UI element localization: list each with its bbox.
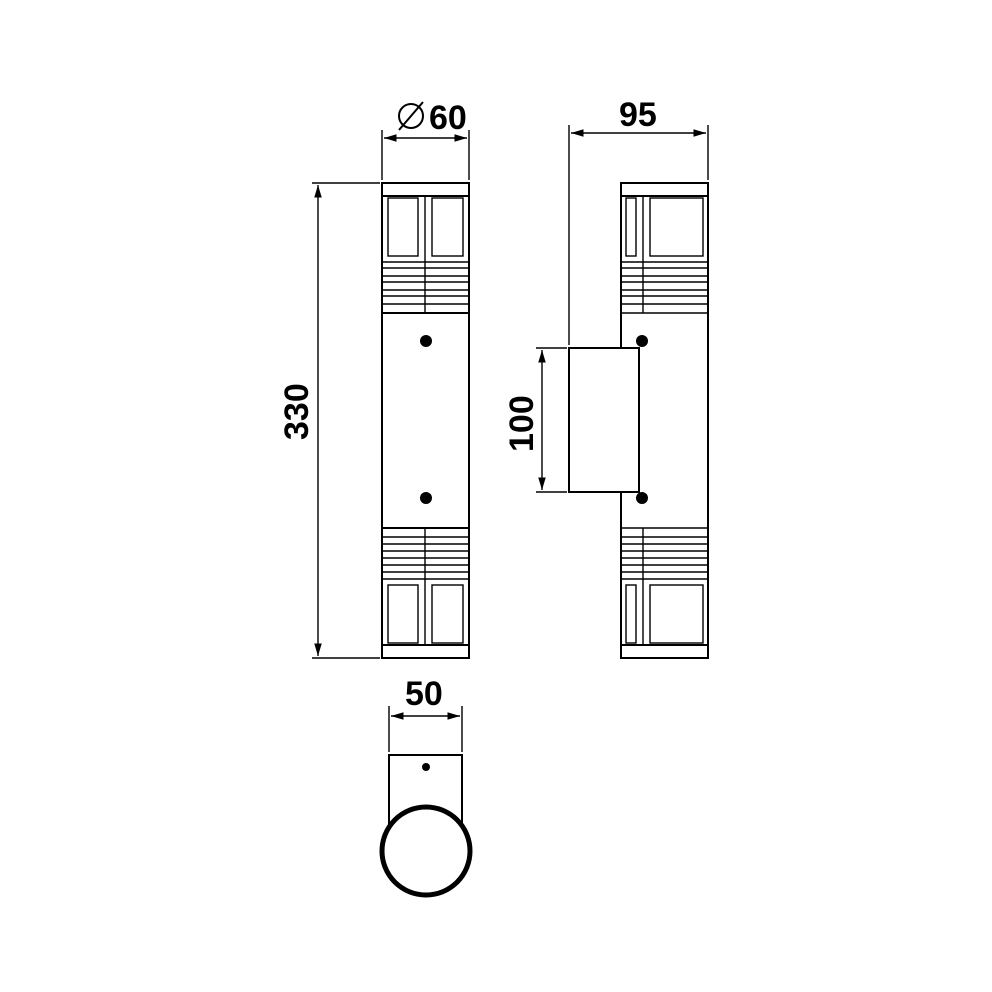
side-lower-window-right bbox=[649, 584, 704, 644]
depth-dimension: 95 bbox=[568, 96, 709, 345]
side-upper-window-left bbox=[625, 197, 637, 257]
depth-label: 95 bbox=[619, 96, 657, 134]
side-upper-window-right bbox=[649, 197, 704, 257]
side-lower-screw bbox=[636, 492, 648, 504]
side-lower-window-left bbox=[625, 584, 637, 644]
side-upper-screw bbox=[636, 335, 648, 347]
top-tube-circle bbox=[379, 804, 473, 898]
side-view bbox=[568, 182, 709, 659]
top-width-label: 50 bbox=[405, 675, 443, 713]
top-bracket-outline bbox=[388, 754, 463, 841]
top-screw bbox=[422, 763, 430, 771]
diameter-symbol bbox=[398, 101, 424, 131]
front-upper-slots bbox=[382, 261, 469, 305]
front-upper-screw bbox=[420, 335, 432, 347]
side-lower-slots bbox=[621, 527, 708, 580]
front-lower-window-right bbox=[431, 584, 464, 644]
front-width-label: 60 bbox=[429, 99, 467, 137]
front-lower-screw bbox=[420, 492, 432, 504]
bracket-height-label: 100 bbox=[503, 395, 541, 452]
bracket-height-dimension: 100 bbox=[503, 347, 567, 493]
side-upper-slots bbox=[621, 261, 708, 314]
top-view bbox=[379, 754, 473, 898]
front-width-dimension: 60 bbox=[381, 99, 470, 180]
wall-bracket bbox=[568, 347, 640, 493]
height-dimension: 330 bbox=[278, 182, 380, 659]
front-upper-window-right bbox=[431, 197, 464, 257]
front-upper-window-left bbox=[387, 197, 419, 257]
height-label: 330 bbox=[278, 383, 316, 440]
top-width-dimension: 50 bbox=[388, 675, 463, 752]
front-view bbox=[381, 182, 470, 659]
front-lower-window-left bbox=[387, 584, 419, 644]
